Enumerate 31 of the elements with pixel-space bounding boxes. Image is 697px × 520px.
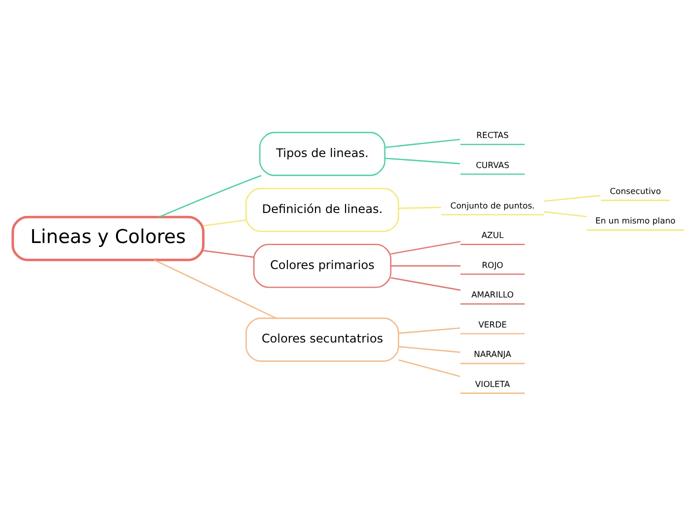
connector [544,210,587,217]
connector [398,346,460,352]
node-box: Tipos de lineas. [259,131,386,176]
node-text: Conjunto de puntos. [450,200,535,210]
connector [203,218,246,226]
node-box: Colores primarios [253,243,392,288]
connector [203,250,254,258]
node-text: Consecutivo [610,185,661,196]
connector [154,258,276,318]
node-text: ROJO [482,259,504,270]
node-box: Lineas y Colores [12,215,204,261]
node-text: AMARILLO [471,289,514,300]
node-text: VIOLETA [475,378,510,388]
connector [398,326,460,334]
node-text: NARANJA [474,348,512,359]
node-text: CURVAS [476,159,510,170]
node-text: En un mismo plano [595,215,676,226]
node-box: Definición de lineas. [246,187,400,232]
connector [544,194,601,202]
connector [390,276,460,290]
connector [384,138,460,148]
connector [158,174,262,218]
node-text: AZUL [481,230,504,240]
node-text: RECTAS [476,130,509,140]
connector [385,157,460,164]
node-text: VERDE [478,318,507,329]
connector [398,358,460,377]
connector [390,240,460,254]
node-box: Colores secuntatrios [246,317,400,362]
connector [390,264,460,266]
connector [398,206,441,208]
